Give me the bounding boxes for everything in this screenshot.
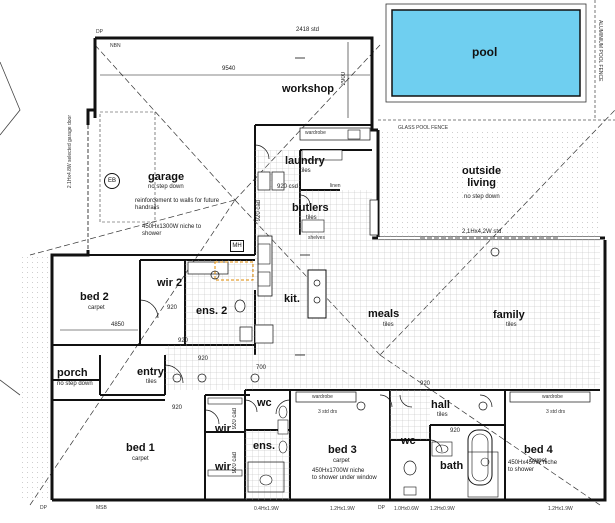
tile-grid xyxy=(255,235,600,388)
laundry-floor: tiles xyxy=(300,168,311,174)
alum-fence-label: ALUMINIUM POOL FENCE xyxy=(597,20,603,82)
room-label-wir2: wir 2 xyxy=(157,277,183,289)
downpipe-3: DP xyxy=(40,505,47,511)
downpipe-2: DP xyxy=(378,505,385,511)
garage-note: no step down xyxy=(148,184,184,190)
room-label-wc2: wc xyxy=(401,435,416,447)
circle-markers xyxy=(172,247,500,411)
room-label-ens2: ens. 2 xyxy=(196,305,228,317)
bed3-doors-label: 3 std drs xyxy=(318,409,338,415)
bed3-niche-note: 450Hx1700W niche to shower under window xyxy=(312,468,377,481)
room-label-bath: bath xyxy=(440,460,464,472)
shelves-label: shelves xyxy=(308,235,325,241)
room-label-hall: hall xyxy=(431,399,450,411)
dim-920-entry: 920 xyxy=(198,356,209,362)
garage-reinforce-note: reinforcement to walls for future handra… xyxy=(135,198,220,211)
room-label-pool: pool xyxy=(472,45,498,59)
garage-niche-note: 450Hx1300W niche to shower xyxy=(142,224,202,237)
mh-marker: MH xyxy=(230,240,244,252)
nbn-label: NBN xyxy=(110,43,121,49)
kitchen-island xyxy=(307,269,327,319)
room-label-meals: meals xyxy=(368,308,400,320)
dim-920-wir: 920 cad xyxy=(232,408,238,430)
room-label-wir-a: wir xyxy=(215,423,231,435)
bed1-floor: carpet xyxy=(132,456,149,462)
window-bed3-label: 1.2Hx1.9W xyxy=(330,506,355,512)
butlers-floor: tiles xyxy=(306,215,317,221)
room-label-outside-living: outside living xyxy=(462,165,502,189)
entry-floor: tiles xyxy=(146,379,157,385)
outside-living-area xyxy=(378,130,598,235)
bed4-niche-note: 450Hx450W niche to shower xyxy=(508,460,558,473)
glass-fence-label: GLASS POOL FENCE xyxy=(398,125,449,131)
window-bath-label: 1.2Hx0.9W xyxy=(430,506,455,512)
room-label-bed4: bed 4 xyxy=(524,444,553,456)
room-label-butlers: butlers xyxy=(292,202,329,214)
dim-920-ens: 920 cad xyxy=(232,452,238,474)
dim-700: 700 xyxy=(256,365,267,371)
room-label-wc1: wc xyxy=(257,397,272,409)
room-label-ens: ens. xyxy=(253,440,276,452)
garage-door-label: 2.1Hx4.8W selected garage door xyxy=(67,115,73,189)
dim-920-laundry: 920 csd xyxy=(277,184,299,190)
wardrobe-laundry-label: wardrobe xyxy=(305,130,326,136)
dim-920-bath: 920 xyxy=(450,428,461,434)
window-bed1-label: 0.4Hx1.9W xyxy=(254,506,279,512)
dim-920-butlers: 920 cad xyxy=(256,200,262,222)
hall-floor: tiles xyxy=(437,412,448,418)
pool-shape xyxy=(391,9,581,97)
site-boundary xyxy=(0,61,21,396)
porch-note: no step down xyxy=(57,381,93,387)
wardrobe-bed4-label: wardrobe xyxy=(542,394,563,400)
dimension-lines xyxy=(60,42,370,331)
room-label-bed2: bed 2 xyxy=(80,291,109,303)
downpipe-1: DP xyxy=(96,29,103,35)
dim-920-ens2: 920 xyxy=(178,338,189,344)
room-label-porch: porch xyxy=(57,367,88,379)
bed2-floor: carpet xyxy=(88,305,105,311)
bed3-floor: carpet xyxy=(333,458,350,464)
room-label-bed1: bed 1 xyxy=(126,442,155,454)
dim-920-hall: 920 xyxy=(420,381,431,387)
msb-label: MSB xyxy=(96,505,107,511)
room-label-workshop: workshop xyxy=(282,83,334,95)
room-label-garage: garage xyxy=(148,171,185,183)
eb-marker: EB xyxy=(104,173,120,189)
dim-9540: 9540 xyxy=(222,66,236,72)
room-label-entry: entry xyxy=(137,366,164,378)
room-label-kitchen: kit. xyxy=(284,293,300,305)
room-label-family: family xyxy=(493,309,525,321)
slider-door-label: 2,1Hx4,2W std xyxy=(462,229,502,235)
family-floor: tiles xyxy=(506,322,517,328)
window-wc-label: 1.0Hx0.6W xyxy=(394,506,419,512)
dim-4850: 4850 xyxy=(111,322,125,328)
door-swings xyxy=(139,144,493,453)
outside-living-note: no step down xyxy=(464,194,500,200)
bed4-doors-label: 3 std drs xyxy=(546,409,566,415)
room-label-laundry: laundry xyxy=(285,155,325,167)
meals-floor: tiles xyxy=(383,322,394,328)
room-label-bed3: bed 3 xyxy=(328,444,357,456)
dim-920-bed2: 920 xyxy=(167,305,178,311)
dim-920-bed1: 920 xyxy=(172,405,183,411)
dim-2900: 2900 xyxy=(341,72,347,86)
window-bed4-label: 1.2Hx1.9W xyxy=(548,506,573,512)
dim-2418: 2418 std xyxy=(296,27,320,33)
wardrobe-bed3-label: wardrobe xyxy=(312,394,333,400)
linen-label: linen xyxy=(330,183,341,189)
room-label-wir-b: wir xyxy=(215,461,231,473)
bed4-floor: carpet xyxy=(530,458,547,464)
